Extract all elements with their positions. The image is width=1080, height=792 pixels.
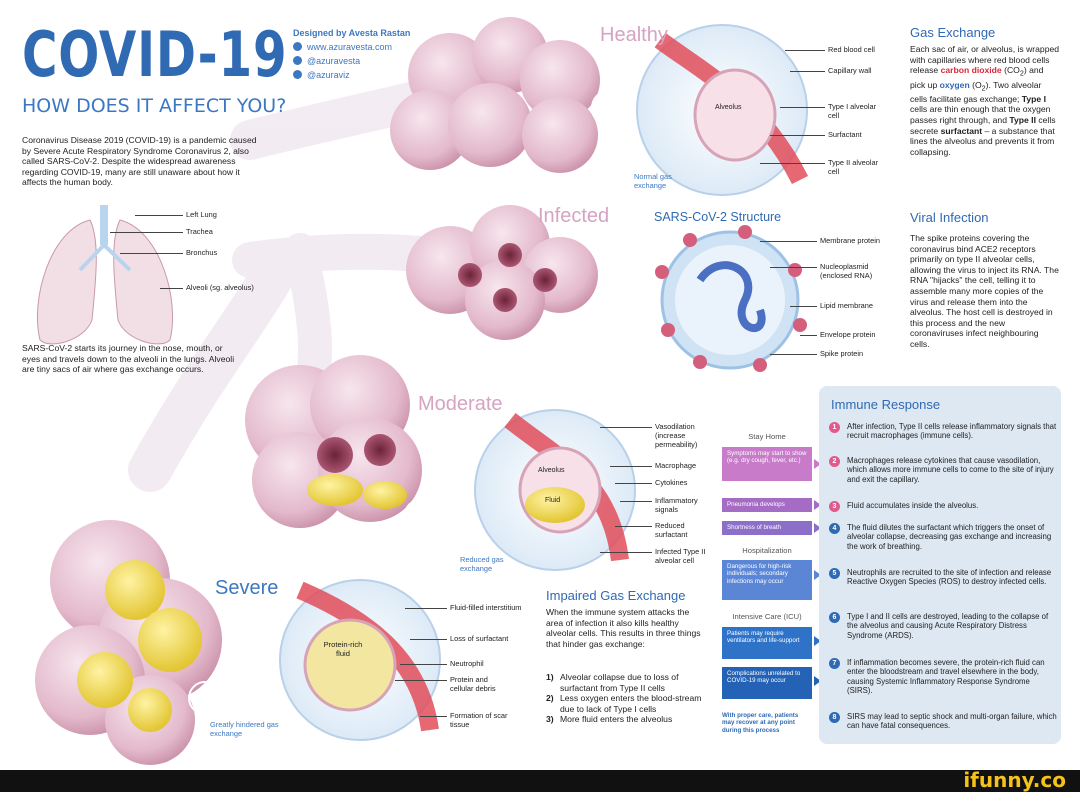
intro-text: Coronavirus Disease 2019 (COVID-19) is a…: [22, 135, 257, 188]
alveolus-label: Alveolus: [538, 467, 565, 474]
diagram-label: Infected Type II alveolar cell: [655, 547, 706, 565]
diagram-label: Reduced surfactant: [655, 521, 688, 539]
lung-label: Bronchus: [186, 248, 218, 257]
diagram-label: Formation of scar tissue: [450, 711, 508, 729]
diagram-label: Surfactant: [828, 130, 862, 139]
symptom-box: Symptoms may start to show (e.g. dry cou…: [722, 447, 812, 481]
lung-label: Alveoli (sg. alveolus): [186, 283, 254, 292]
lungs-text: SARS-CoV-2 starts its journey in the nos…: [22, 343, 235, 375]
diagram-label: Protein and cellular debris: [450, 675, 496, 693]
impaired-heading: Impaired Gas Exchange: [546, 588, 686, 603]
hospitalization-label: Hospitalization: [742, 546, 792, 555]
credits: Designed by Avesta Rastan www.azuravesta…: [293, 26, 410, 82]
moderate-zoom-circle: [474, 409, 636, 571]
stage-severe: Severe: [215, 577, 279, 599]
icu-label: Intensive Care (ICU): [732, 612, 802, 621]
footer-bar: [0, 770, 1080, 792]
virus-label: Envelope protein: [820, 330, 876, 339]
severe-caption: Greatly hindered gas exchange: [210, 720, 279, 738]
healthy-caption: Normal gas exchange: [634, 172, 672, 190]
moderate-caption: Reduced gas exchange: [460, 555, 504, 573]
lung-label: Trachea: [186, 227, 213, 236]
list-item: 3)More fluid enters the alveolus: [546, 714, 673, 725]
fluid-label: Fluid: [545, 497, 561, 504]
care-note: With proper care, patients may recover a…: [722, 712, 799, 734]
virus-label: Lipid membrane: [820, 301, 873, 310]
stage-infected: Infected: [538, 205, 610, 227]
healthy-zoom-circle: [636, 24, 809, 196]
virus-illustration: [655, 225, 807, 372]
sars-structure-heading: SARS-CoV-2 Structure: [654, 210, 782, 224]
diagram-label: Neutrophil: [450, 659, 484, 668]
virus-label: Spike protein: [820, 349, 864, 358]
diagram-label: Cytokines: [655, 478, 688, 487]
list-item: 2)Less oxygen enters the blood-stream du…: [546, 693, 702, 714]
diagram-label: Macrophage: [655, 461, 697, 470]
viral-infection-text: The spike proteins covering the coronavi…: [910, 233, 1059, 349]
immune-heading: Immune Response: [831, 397, 941, 412]
protein-fluid-label: Protein-rich fluid: [323, 640, 363, 658]
impaired-list: 1)Alveolar collapse due to loss of surfa…: [546, 672, 712, 725]
infected-alveoli-cluster: [406, 205, 598, 340]
symptom-box: Dangerous for high-risk individuals; sec…: [722, 560, 812, 600]
lung-label: Left Lung: [186, 210, 217, 219]
watermark: ifunny.co: [963, 768, 1066, 792]
diagram-label: Type I alveolar cell: [828, 102, 877, 120]
gas-exchange-text: Each sac of air, or alveolus, is wrapped…: [910, 44, 1060, 157]
stage-moderate: Moderate: [418, 393, 503, 415]
severe-alveoli-cluster: [35, 520, 222, 765]
designer-credit: Designed by Avesta Rastan: [293, 28, 411, 38]
symptom-box: Pneumonia develops: [722, 498, 812, 512]
symptom-box: Shortness of breath: [722, 521, 812, 535]
diagram-label: Capillary wall: [828, 66, 872, 75]
social-handle[interactable]: @azuravesta: [293, 54, 410, 68]
viral-infection-heading: Viral Infection: [910, 210, 989, 225]
diagram-label: Loss of surfactant: [450, 634, 509, 643]
diagram-label: Vasodilation (increase permeability): [655, 422, 698, 449]
diagram-label: Inflammatory signals: [655, 496, 698, 514]
page-title: COVID-19: [22, 18, 288, 91]
symptom-box: Patients may require ventilators and lif…: [722, 627, 812, 659]
stay-home-label: Stay Home: [748, 432, 786, 441]
symptom-box: Complications unrelated to COVID-19 may …: [722, 667, 812, 699]
website-link[interactable]: www.azuravesta.com: [293, 40, 410, 54]
social-handle[interactable]: @azuraviz: [293, 68, 410, 82]
list-item: 1)Alveolar collapse due to loss of surfa…: [546, 672, 679, 693]
diagram-label: Fluid-filled interstitium: [450, 603, 522, 612]
healthy-alveoli-cluster: [390, 17, 629, 173]
moderate-alveoli-cluster: [245, 355, 436, 531]
virus-label: Nucleoplasmid (enclosed RNA): [820, 262, 873, 280]
instagram-icon: [293, 56, 302, 65]
gas-exchange-heading: Gas Exchange: [910, 25, 996, 40]
stage-healthy: Healthy: [600, 24, 668, 46]
diagram-label: Red blood cell: [828, 45, 875, 54]
page-subtitle: HOW DOES IT AFFECT YOU?: [22, 95, 287, 117]
virus-label: Membrane protein: [820, 236, 880, 245]
lungs-illustration: [36, 205, 174, 345]
impaired-text: When the immune system attacks the area …: [546, 607, 701, 649]
diagram-label: Type II alveolar cell: [828, 158, 879, 176]
twitter-icon: [293, 70, 302, 79]
alveolus-label: Alveolus: [715, 104, 742, 111]
severe-zoom-circle: [279, 579, 441, 741]
globe-icon: [293, 42, 302, 51]
